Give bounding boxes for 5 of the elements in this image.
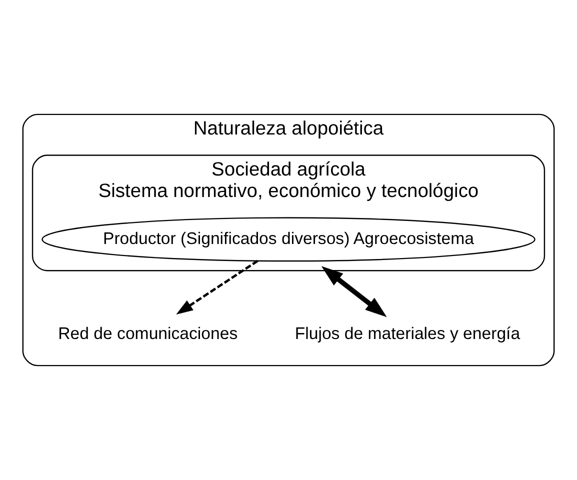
node-ellipse: Productor (Significados diversos) Agroecosistema [42,217,536,262]
arrow [176,260,258,315]
node-text: Red de comunicaciones [58,324,238,343]
arrow [321,266,387,318]
node-text: Flujos de materiales y energía [294,324,520,343]
